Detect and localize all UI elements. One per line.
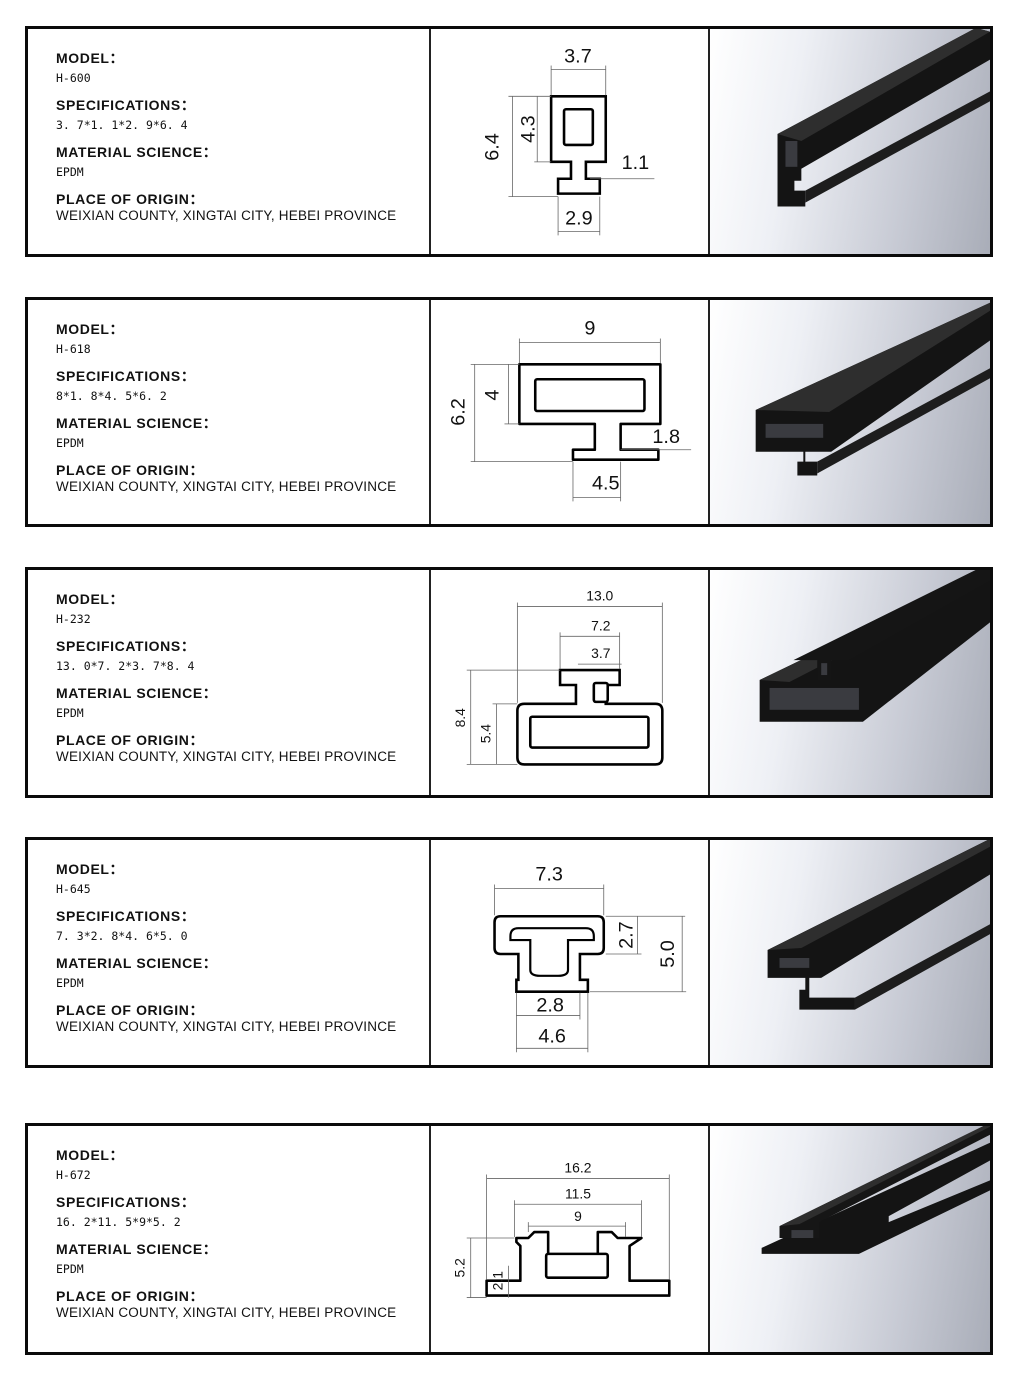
model-label: MODEL： <box>56 50 125 66</box>
material-label: MATERIAL SCIENCE： <box>56 1241 218 1257</box>
origin-label: PLACE OF ORIGIN： <box>56 1288 205 1304</box>
specifications-value: 3. 7*1. 1*2. 9*6. 4 <box>56 118 188 132</box>
material-label: MATERIAL SCIENCE： <box>56 685 218 701</box>
dim-neck: 2.8 <box>536 995 564 1017</box>
specifications-value: 8*1. 8*4. 5*6. 2 <box>56 389 167 403</box>
profile-drawing: 9 4 6.2 1.8 4.5 <box>431 300 710 524</box>
dim-top-width: 3.7 <box>591 645 611 661</box>
dim-width: 9 <box>584 318 595 340</box>
specifications-label: SPECIFICATIONS： <box>56 908 196 924</box>
product-render <box>710 300 990 524</box>
dim-base-height: 2.1 <box>489 1271 505 1291</box>
origin-label: PLACE OF ORIGIN： <box>56 191 205 207</box>
model-label: MODEL： <box>56 861 125 877</box>
material-label: MATERIAL SCIENCE： <box>56 955 218 971</box>
specifications-label: SPECIFICATIONS： <box>56 97 196 113</box>
extrusion-render-icon <box>767 840 990 1010</box>
material-value: EPDM <box>56 165 84 179</box>
product-info: MODEL： H-232 SPECIFICATIONS： 13. 0*7. 2*… <box>28 570 431 795</box>
dim-base: 2.9 <box>565 207 593 229</box>
dim-head-height: 2.7 <box>616 921 638 949</box>
material-value: EPDM <box>56 976 84 990</box>
specifications-value: 16. 2*11. 5*9*5. 2 <box>56 1215 181 1229</box>
model-label: MODEL： <box>56 591 125 607</box>
product-render <box>710 1126 990 1352</box>
product-render <box>710 29 990 254</box>
dim-width: 16.2 <box>564 1159 591 1175</box>
origin-label: PLACE OF ORIGIN： <box>56 462 205 478</box>
origin-label: PLACE OF ORIGIN： <box>56 732 205 748</box>
product-info: MODEL： H-645 SPECIFICATIONS： 7. 3*2. 8*4… <box>28 840 431 1065</box>
dim-stem: 1.8 <box>652 426 680 448</box>
profile-drawing: 7.3 2.7 5.0 2.8 4.6 <box>431 840 710 1065</box>
product-card-h672: MODEL： H-672 SPECIFICATIONS： 16. 2*11. 5… <box>25 1123 993 1355</box>
model-value: H-600 <box>56 71 91 85</box>
dim-inner-height: 4 <box>482 390 504 401</box>
material-label: MATERIAL SCIENCE： <box>56 415 218 431</box>
flat-base-box-seal-profile-icon: 16.2 11.5 9 5.2 2.1 <box>452 1159 671 1298</box>
dim-total-height: 5.0 <box>657 940 679 968</box>
material-value: EPDM <box>56 706 84 720</box>
product-card-h600: MODEL： H-600 SPECIFICATIONS： 3. 7*1. 1*2… <box>25 26 993 257</box>
extrusion-render-icon <box>777 29 990 207</box>
dim-stem: 1.1 <box>622 152 650 174</box>
product-card-h645: MODEL： H-645 SPECIFICATIONS： 7. 3*2. 8*4… <box>25 837 993 1068</box>
dim-width: 7.3 <box>535 864 563 886</box>
dim-inner-height: 4.3 <box>517 115 539 143</box>
model-value: H-618 <box>56 342 91 356</box>
extrusion-render-icon <box>761 1126 990 1254</box>
extrusion-render-icon <box>759 570 990 722</box>
dim-base: 4.5 <box>592 472 620 494</box>
model-label: MODEL： <box>56 1147 125 1163</box>
model-value: H-645 <box>56 882 91 896</box>
dim-total-height: 6.2 <box>448 398 470 426</box>
origin-value: WEIXIAN COUNTY, XINGTAI CITY, HEBEI PROV… <box>56 208 397 223</box>
dim-total-height: 5.2 <box>452 1258 468 1278</box>
profile-drawing: 16.2 11.5 9 5.2 2.1 <box>431 1126 710 1352</box>
model-label: MODEL： <box>56 321 125 337</box>
inverted-t-box-seal-profile-icon: 13.0 7.2 3.7 8.4 5.4 <box>452 588 664 766</box>
product-render <box>710 570 990 795</box>
origin-label: PLACE OF ORIGIN： <box>56 1002 205 1018</box>
material-value: EPDM <box>56 1262 84 1276</box>
t-head-seal-profile-icon: 7.3 2.7 5.0 2.8 4.6 <box>493 864 687 1053</box>
origin-value: WEIXIAN COUNTY, XINGTAI CITY, HEBEI PROV… <box>56 749 397 764</box>
model-value: H-232 <box>56 612 91 626</box>
specifications-label: SPECIFICATIONS： <box>56 368 196 384</box>
profile-drawing: 13.0 7.2 3.7 8.4 5.4 <box>431 570 710 795</box>
specifications-label: SPECIFICATIONS： <box>56 1194 196 1210</box>
product-info: MODEL： H-618 SPECIFICATIONS： 8*1. 8*4. 5… <box>28 300 431 524</box>
material-value: EPDM <box>56 436 84 450</box>
origin-value: WEIXIAN COUNTY, XINGTAI CITY, HEBEI PROV… <box>56 1019 397 1034</box>
box-t-seal-profile-icon: 3.7 4.3 6.4 1.1 2.9 <box>482 46 655 236</box>
product-info: MODEL： H-600 SPECIFICATIONS： 3. 7*1. 1*2… <box>28 29 431 254</box>
profile-drawing: 3.7 4.3 6.4 1.1 2.9 <box>431 29 710 254</box>
dim-width: 13.0 <box>586 588 613 604</box>
origin-value: WEIXIAN COUNTY, XINGTAI CITY, HEBEI PROV… <box>56 1305 397 1320</box>
material-label: MATERIAL SCIENCE： <box>56 144 218 160</box>
product-info: MODEL： H-672 SPECIFICATIONS： 16. 2*11. 5… <box>28 1126 431 1352</box>
extrusion-render-icon <box>755 302 990 476</box>
dim-total-height: 8.4 <box>452 708 468 728</box>
dim-mid-width: 11.5 <box>565 1185 591 1201</box>
dim-top-width: 9 <box>574 1208 582 1224</box>
product-card-h232: MODEL： H-232 SPECIFICATIONS： 13. 0*7. 2*… <box>25 567 993 798</box>
dim-width: 3.7 <box>564 46 592 68</box>
product-card-h618: MODEL： H-618 SPECIFICATIONS： 8*1. 8*4. 5… <box>25 297 993 527</box>
dim-mid-width: 7.2 <box>591 617 611 633</box>
origin-value: WEIXIAN COUNTY, XINGTAI CITY, HEBEI PROV… <box>56 479 397 494</box>
specifications-value: 13. 0*7. 2*3. 7*8. 4 <box>56 659 195 673</box>
dim-total-height: 6.4 <box>482 133 504 161</box>
specifications-label: SPECIFICATIONS： <box>56 638 196 654</box>
dim-base: 4.6 <box>538 1025 566 1047</box>
model-value: H-672 <box>56 1168 91 1182</box>
dim-box-height: 5.4 <box>478 724 494 744</box>
specifications-value: 7. 3*2. 8*4. 6*5. 0 <box>56 929 188 943</box>
wide-box-t-seal-profile-icon: 9 4 6.2 1.8 4.5 <box>448 318 692 502</box>
product-render <box>710 840 990 1065</box>
